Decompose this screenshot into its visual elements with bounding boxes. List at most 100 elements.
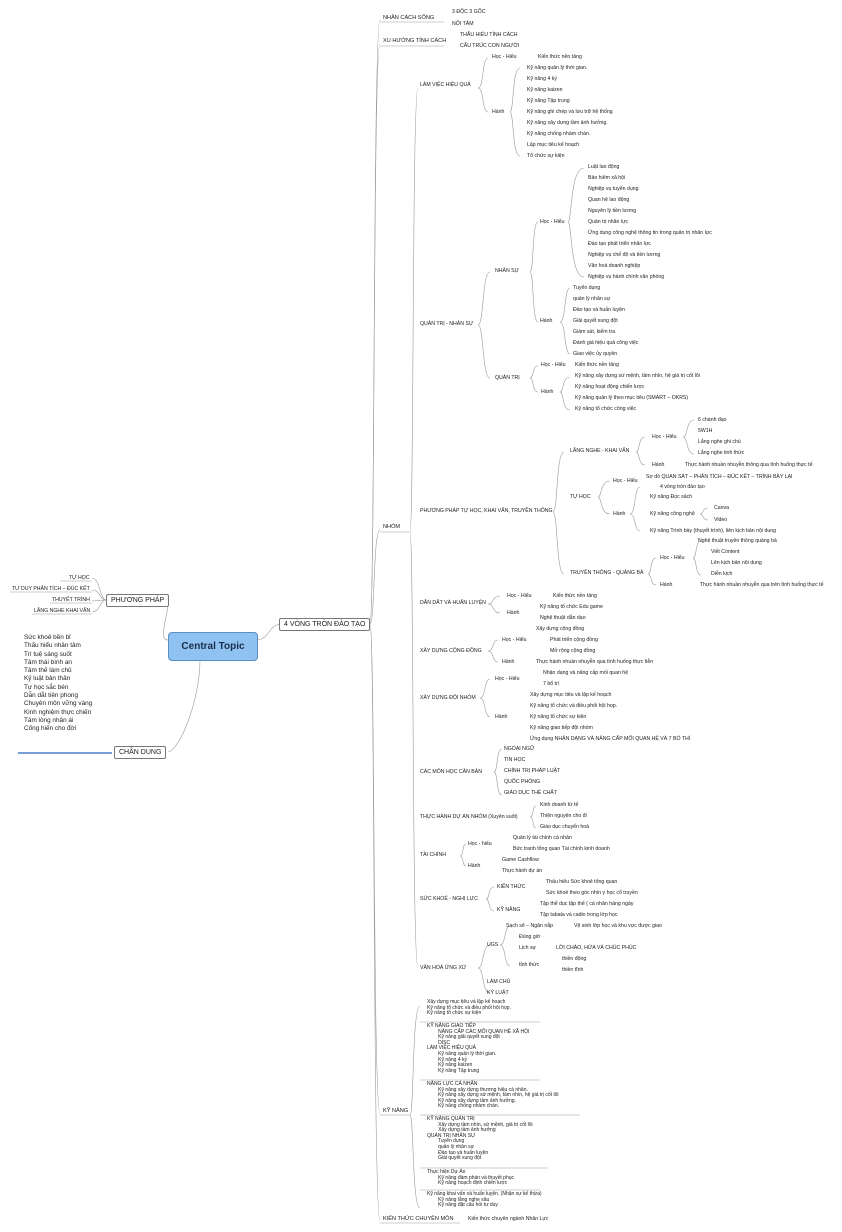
kien-thuc-cm-node[interactable]: KIẾN THỨC CHUYÊN MÔN bbox=[383, 1216, 454, 1222]
tc-hh-item[interactable]: Quản lý tài chính cá nhân bbox=[513, 835, 572, 841]
sk-kn-item[interactable]: Tập tabata và cadio trong lớp học bbox=[540, 912, 618, 918]
sk-kt-item[interactable]: Thấu hiểu Sức khoẻ tổng quan bbox=[546, 879, 618, 885]
ddhl-hanh-item[interactable]: Kỹ năng tổ chức Edu game bbox=[540, 604, 603, 610]
chan-dung-node[interactable]: CHÂN DUNG bbox=[114, 746, 167, 759]
mhcb-node[interactable]: CÁC MÔN HỌC CĂN BẢN bbox=[420, 769, 482, 775]
ncs-item-2[interactable]: NỘI TÂM bbox=[452, 21, 474, 27]
mhcb-item[interactable]: NGOẠI NGỮ bbox=[504, 746, 535, 752]
ddhl-hanh-item[interactable]: Nghệ thuật dẫn dạo bbox=[540, 615, 586, 621]
main-branch-4-vong-tron[interactable]: 4 VÒNG TRÒN ĐÀO TẠO bbox=[279, 618, 371, 631]
qtns-node[interactable]: QUẢN TRỊ - NHÂN SỰ bbox=[420, 321, 474, 327]
lvhq-hanh-item[interactable]: Kỹ năng xây dựng tầm ảnh hưởng. bbox=[527, 120, 608, 126]
thda-item[interactable]: Giáo dục chuyển hoá bbox=[540, 824, 590, 830]
th-hanh[interactable]: Hành bbox=[613, 511, 626, 517]
xddn-hanh[interactable]: Hành bbox=[495, 714, 508, 720]
lvhq-hanh[interactable]: Hành bbox=[492, 109, 505, 115]
ugs-sach-item[interactable]: Vệ sinh lớp học và khu vực được giao bbox=[574, 923, 662, 929]
nhan-cach-song-node[interactable]: NHÂN CÁCH SỐNG bbox=[383, 15, 435, 21]
qt-hanh[interactable]: Hành bbox=[541, 389, 554, 395]
xddn-hanh-item[interactable]: Kỹ năng tổ chức và điều phối hội họp. bbox=[530, 703, 618, 709]
lvhq-hanh-item[interactable]: Kỹ năng chống nhàm chán. bbox=[527, 131, 591, 137]
cong-nghe-item[interactable]: Video bbox=[714, 517, 728, 523]
xddn-hanh-item[interactable]: Ứng dụng NHẬN DẠNG VÀ NÂNG CẤP MỐI QUAN … bbox=[530, 736, 691, 742]
xdcd-hanh-item[interactable]: Thực hành nhuần nhuyễn qua tình huống th… bbox=[536, 659, 654, 665]
ns-hh-item[interactable]: Nghiệp vụ hành chính văn phòng bbox=[588, 274, 665, 280]
lvhq-hanh-item[interactable]: Kỹ năng quản lý thời gian. bbox=[527, 65, 588, 71]
lvhq-hanh-item[interactable]: Kỹ năng kaizen bbox=[527, 87, 563, 93]
qt-hanh-item[interactable]: Kỹ năng xây dựng sứ mệnh, tầm nhìn, hệ g… bbox=[575, 373, 700, 379]
mhcb-item[interactable]: TIN HỌC bbox=[504, 757, 526, 763]
th-hanh-item[interactable]: 4 vòng tròn đào tạo bbox=[660, 484, 705, 490]
ns-hh-item[interactable]: Nghiệp vụ chế độ và tiền lương bbox=[588, 252, 661, 258]
mhcb-item[interactable]: GIÁO DỤC THỂ CHẤT bbox=[504, 790, 557, 796]
thda-node[interactable]: THỰC HÀNH DỰ ÁN NHÓM (Xuyên suốt) bbox=[420, 814, 518, 820]
th-hh-item[interactable]: Sơ đồ QUAN SÁT – PHẢN TÍCH – ĐÚC KẾT – T… bbox=[646, 474, 793, 480]
sk-kt-item[interactable]: Sức khoẻ theo góc nhìn y học cổ truyền bbox=[546, 890, 638, 896]
lnkv-hanh[interactable]: Hành bbox=[652, 462, 665, 468]
lnkv-hh-item[interactable]: 6 chánh đạo bbox=[698, 417, 727, 423]
ns-hanh-item[interactable]: Giải quyết xung đột bbox=[573, 318, 618, 324]
ns-hoc-hieu[interactable]: Học - Hiểu bbox=[540, 219, 565, 225]
lvhq-hoc-hieu[interactable]: Học - Hiểu bbox=[492, 54, 517, 60]
xh-item-1[interactable]: THẤU HIỂU TÍNH CÁCH bbox=[460, 32, 518, 38]
tt-hanh[interactable]: Hành bbox=[660, 582, 673, 588]
ns-hh-item[interactable]: Ứng dụng công nghệ thông tin trong quản … bbox=[588, 230, 712, 236]
central-topic[interactable]: Central Topic bbox=[168, 632, 258, 661]
ns-hanh-item[interactable]: Giao việc ủy quyền bbox=[573, 351, 618, 357]
xddn-hanh-item[interactable]: Kỹ năng giao tiếp đội nhóm bbox=[530, 725, 593, 731]
ugs-tinh-thuc-item[interactable]: thiền tĩnh bbox=[562, 967, 584, 973]
qt-hanh-item[interactable]: Kỹ năng tổ chức công việc bbox=[575, 406, 637, 412]
ugs-lich-su-item[interactable]: LỜI CHÀO, HỨA VÀ CHÚC PHÚC bbox=[556, 945, 637, 951]
pp-item-tu-duy[interactable]: TƯ DUY PHẢN TÍCH – ĐÚC KẾT bbox=[12, 586, 90, 592]
ugs-item[interactable]: Sạch sẽ – Ngăn nắp bbox=[506, 923, 554, 929]
ns-hh-item[interactable]: Văn hoá doanh nghiệp bbox=[588, 263, 641, 269]
ddhl-hanh[interactable]: Hành bbox=[507, 610, 520, 616]
lvhq-hh-item[interactable]: Kiến thức nền tảng bbox=[538, 54, 582, 60]
ns-hanh-item[interactable]: Đánh giá hiệu quả công việc bbox=[573, 340, 639, 346]
ns-hh-item[interactable]: Đào tạo phát triển nhân lực bbox=[588, 241, 651, 247]
ddhl-hoc-hieu[interactable]: Học - Hiểu bbox=[507, 593, 532, 599]
lvhq-hanh-item[interactable]: Kỹ năng 4 kỷ bbox=[527, 76, 557, 82]
tc-hoc-hieu[interactable]: Học - hiểu bbox=[468, 841, 492, 847]
ky-luat-node[interactable]: KỶ LUẬT bbox=[487, 990, 509, 996]
xddn-hoc-hieu[interactable]: Học - Hiểu bbox=[495, 676, 520, 682]
ns-hh-item[interactable]: Nghiệp vụ tuyển dụng bbox=[588, 186, 639, 192]
tt-hh-item[interactable]: Lên kịch bản nội dung bbox=[711, 560, 762, 566]
ns-hanh-item[interactable]: Giám sát, kiểm tra bbox=[573, 329, 616, 335]
tc-hanh-item[interactable]: Thực hành dự án bbox=[502, 868, 543, 874]
qt-hanh-item[interactable]: Kỹ năng hoạt động chiến lược bbox=[575, 384, 645, 390]
tt-hoc-hieu[interactable]: Học - Hiểu bbox=[660, 555, 685, 561]
ddhl-hh-item[interactable]: Kiến thức nền tảng bbox=[553, 593, 597, 599]
tc-node[interactable]: TÀI CHÍNH bbox=[420, 852, 446, 858]
lvhq-hanh-item[interactable]: Tổ chức sự kiện bbox=[527, 153, 565, 159]
tt-hh-item[interactable]: Viết Content bbox=[711, 549, 740, 555]
mhcb-item[interactable]: CHÍNH TRỊ PHÁP LUẬT bbox=[504, 768, 561, 774]
sk-ky-nang[interactable]: KỸ NĂNG bbox=[497, 907, 521, 913]
ns-hh-item[interactable]: Quản trị nhân lực bbox=[588, 219, 629, 225]
mhcb-item[interactable]: QUỐC PHÒNG bbox=[504, 779, 541, 785]
lam-chu-node[interactable]: LÀM CHỦ bbox=[487, 979, 511, 985]
nhom-node[interactable]: NHÓM bbox=[383, 524, 401, 530]
cong-nghe-item[interactable]: Canva bbox=[714, 505, 729, 511]
ncs-item-1[interactable]: 3 ĐỘC 3 GỐC bbox=[452, 9, 486, 15]
vh-node[interactable]: VĂN HOÁ ỨNG XỬ bbox=[420, 965, 467, 971]
ns-hanh-item[interactable]: Đào tạo và huấn luyện bbox=[573, 307, 625, 313]
xddn-hh-item[interactable]: 7 bổ trí bbox=[543, 681, 560, 687]
xdcd-hh-item[interactable]: Mở rộng cộng đồng bbox=[550, 648, 596, 654]
kien-thuc-cm-item[interactable]: Kiến thức chuyên ngành Nhân Lực bbox=[468, 1216, 549, 1222]
lnkv-hh-item[interactable]: 5W1H bbox=[698, 428, 713, 434]
thda-item[interactable]: Thiện nguyện cho đi bbox=[540, 813, 587, 819]
xdcd-node[interactable]: XÂY DỰNG CỘNG ĐỒNG bbox=[420, 648, 482, 654]
qt-hoc-hieu[interactable]: Học - Hiểu bbox=[541, 362, 566, 368]
ugs-item[interactable]: tỉnh thức bbox=[519, 962, 540, 968]
xh-item-2[interactable]: CẤU TRÚC CON NGƯỜI bbox=[460, 43, 520, 49]
xdcd-hanh[interactable]: Hành bbox=[502, 659, 515, 665]
tt-node[interactable]: TRUYỀN THÔNG - QUẢNG BÁ bbox=[570, 570, 644, 576]
xddn-node[interactable]: XÂY DỰNG ĐỘI NHÓM bbox=[420, 695, 476, 701]
lvhq-hanh-item[interactable]: Lập mục tiêu kế hoạch bbox=[527, 142, 580, 148]
pp-item-lang-nghe[interactable]: LẮNG NGHE KHAI VẤN bbox=[34, 608, 91, 614]
tc-hh-item[interactable]: Bức tranh tổng quan Tài chính kinh doanh bbox=[513, 846, 610, 852]
xddn-hanh-item[interactable]: Xây dựng mục tiêu và lập kế hoạch bbox=[530, 692, 612, 698]
tt-hanh-item[interactable]: Thực hành nhuần nhuyễn qua trên tình huố… bbox=[700, 582, 824, 588]
xdcd-hoc-hieu[interactable]: Học - Hiểu bbox=[502, 637, 527, 643]
